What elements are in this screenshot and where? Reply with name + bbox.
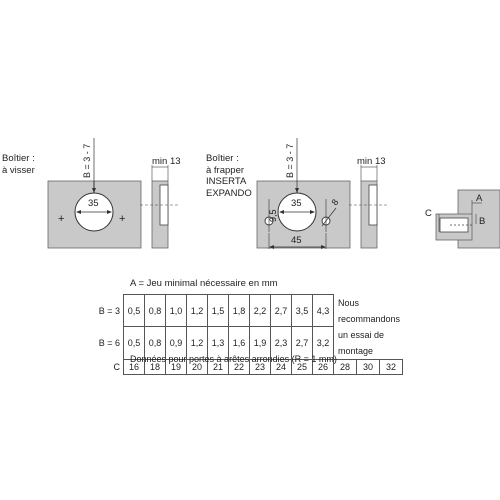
middle-housing-label: Boîtier : à frapper INSERTA EXPANDO <box>206 153 252 199</box>
left-screw-mark-1: + <box>58 213 64 225</box>
cell: 28 <box>333 358 357 375</box>
middle-housing-label-line4: EXPANDO <box>206 187 252 199</box>
middle-housing-label-line2: à frapper <box>206 164 245 176</box>
cell: 19 <box>165 358 187 375</box>
left-b-dimension: B = 3 - 7 <box>82 144 92 178</box>
right-hinge-section <box>435 189 500 249</box>
note-line2: un essai de montage <box>338 329 385 356</box>
table-row-b6: B = 6 0,5 0,8 0,9 1,2 1,3 1,6 1,9 2,3 2,… <box>94 326 403 360</box>
row-label-c: C <box>113 361 121 372</box>
row-label-b3: B = 3 <box>98 305 120 316</box>
cell: 1,2 <box>186 293 208 328</box>
left-diameter-value: 35 <box>88 198 99 209</box>
cell: 4,3 <box>312 293 334 328</box>
cell: 0,5 <box>123 293 145 328</box>
table-footnote: Données pour portes à arêtes arrondies (… <box>130 354 337 364</box>
cell: 1,3 <box>207 326 229 360</box>
right-label-a: A <box>476 193 483 204</box>
cell: 1,0 <box>165 293 187 328</box>
cell: 0,8 <box>144 293 166 328</box>
cell: 2,2 <box>249 293 271 328</box>
cell: 18 <box>144 358 166 375</box>
left-housing-drawing: 35 B = 3 - 7 + + min 13 35 B = 3 - 7 9,5… <box>47 138 500 249</box>
left-housing-label-line2: à visser <box>2 164 35 176</box>
cell: 1,6 <box>228 326 250 360</box>
row-label-b6: B = 6 <box>98 337 120 348</box>
middle-diameter-value: 35 <box>291 198 302 209</box>
middle-offset-dimension: 9,5 <box>268 209 278 222</box>
right-label-b: B <box>479 216 485 227</box>
cell: 1,5 <box>207 293 229 328</box>
middle-housing-label-line3: INSERTA <box>206 176 247 187</box>
left-min-label: min 13 <box>152 156 181 167</box>
left-housing-label-line1: Boîtier : <box>2 153 35 164</box>
cell: 32 <box>379 358 403 375</box>
cell: 3,5 <box>291 293 313 328</box>
table-row-b3: B = 3 0,5 0,8 1,0 1,2 1,5 1,8 2,2 2,7 3,… <box>94 293 403 356</box>
left-screw-mark-2: + <box>119 213 125 225</box>
left-housing-label: Boîtier : à visser <box>2 153 35 176</box>
middle-dowel-diameter: 8 <box>329 197 340 207</box>
middle-width-dimension: 45 <box>291 235 302 246</box>
cell: 1,8 <box>228 293 250 328</box>
cell: 3,2 <box>312 326 334 360</box>
right-label-c: C <box>425 208 432 219</box>
table-note: Nous recommandons un essai de montage <box>334 295 403 360</box>
table-row-c: C 16 18 19 20 21 22 23 24 25 26 28 30 32 <box>94 358 403 375</box>
cell: 2,7 <box>270 293 292 328</box>
cell: 30 <box>356 358 380 375</box>
clearance-table: B = 3 0,5 0,8 1,0 1,2 1,5 1,8 2,2 2,7 3,… <box>94 293 403 375</box>
table-title: A = Jeu minimal nécessaire en mm <box>130 278 278 289</box>
note-line1: Nous recommandons <box>338 297 401 324</box>
middle-min-label: min 13 <box>357 156 386 167</box>
middle-housing-label-line1: Boîtier : <box>206 153 239 164</box>
middle-b-dimension: B = 3 - 7 <box>285 144 295 178</box>
